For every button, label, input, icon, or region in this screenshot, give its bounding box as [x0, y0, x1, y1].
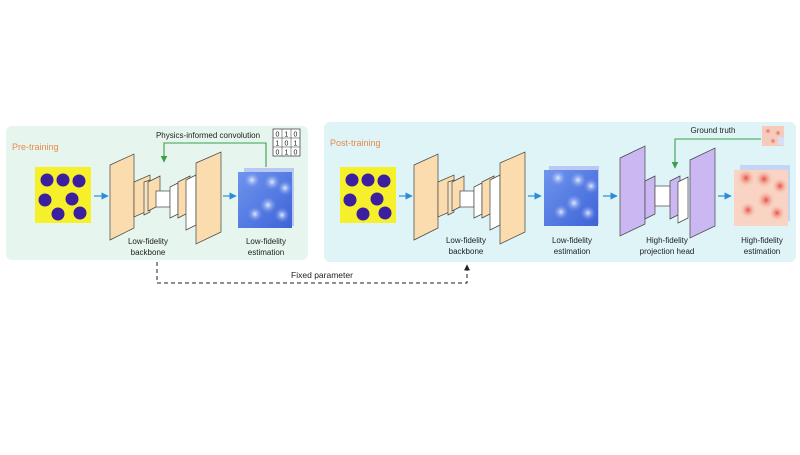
projection-head-layers: [619, 145, 716, 239]
hf-estimation-label-2: estimation: [744, 247, 780, 256]
post-estimation-label-1: Low-fidelity: [552, 236, 592, 245]
physics-feedback-arrow: [160, 142, 267, 167]
ground-truth-thumbnail: [762, 126, 784, 146]
pre-input-image: [35, 167, 91, 223]
ground-truth-feedback-arrow: [671, 138, 761, 169]
kernel-cell: 0: [294, 149, 298, 156]
kernel-cell: 0: [294, 131, 298, 138]
post-backbone-label-2: backbone: [449, 247, 484, 256]
post-training-panel: Post-training Low-fidelity backbone: [324, 122, 796, 262]
kernel-cell: 1: [285, 131, 289, 138]
pre-backbone-label-1: Low-fidelity: [128, 237, 168, 246]
pre-estimation-label-1: Low-fidelity: [246, 237, 286, 246]
kernel-cell: 1: [276, 140, 280, 147]
projection-head-label-1: High-fidelity: [646, 236, 688, 245]
post-training-title: Post-training: [330, 138, 381, 148]
post-estimation-label-2: estimation: [554, 247, 590, 256]
kernel-cell: 1: [294, 140, 298, 147]
physics-informed-label: Physics-informed convolution: [156, 131, 260, 140]
kernel-cell: 0: [276, 149, 280, 156]
kernel-cell: 0: [276, 131, 280, 138]
high-fidelity-map: [734, 165, 790, 226]
pre-training-title: Pre-training: [12, 142, 59, 152]
post-backbone-label-1: Low-fidelity: [446, 236, 486, 245]
ground-truth-label: Ground truth: [691, 126, 736, 135]
hf-estimation-label-1: High-fidelity: [741, 236, 783, 245]
projection-head-label-2: projection head: [640, 247, 695, 256]
physics-kernel-grid: 0 1 0 1 0 1 0 1 0: [272, 128, 301, 157]
pre-backbone-label-2: backbone: [131, 248, 166, 257]
pre-training-panel: Pre-training Low-fidelity backbone: [6, 126, 308, 260]
post-backbone-layers: [413, 151, 526, 245]
pre-estimation-label-2: estimation: [248, 248, 284, 257]
post-low-fidelity-map: [544, 166, 599, 226]
kernel-cell: 0: [285, 140, 289, 147]
pre-backbone-layers: [109, 151, 222, 245]
fixed-parameter-connector: [156, 262, 470, 284]
kernel-cell: 1: [285, 149, 289, 156]
fixed-parameter-label: Fixed parameter: [291, 270, 353, 280]
pre-low-fidelity-map: [238, 168, 294, 228]
post-input-image: [340, 167, 396, 223]
